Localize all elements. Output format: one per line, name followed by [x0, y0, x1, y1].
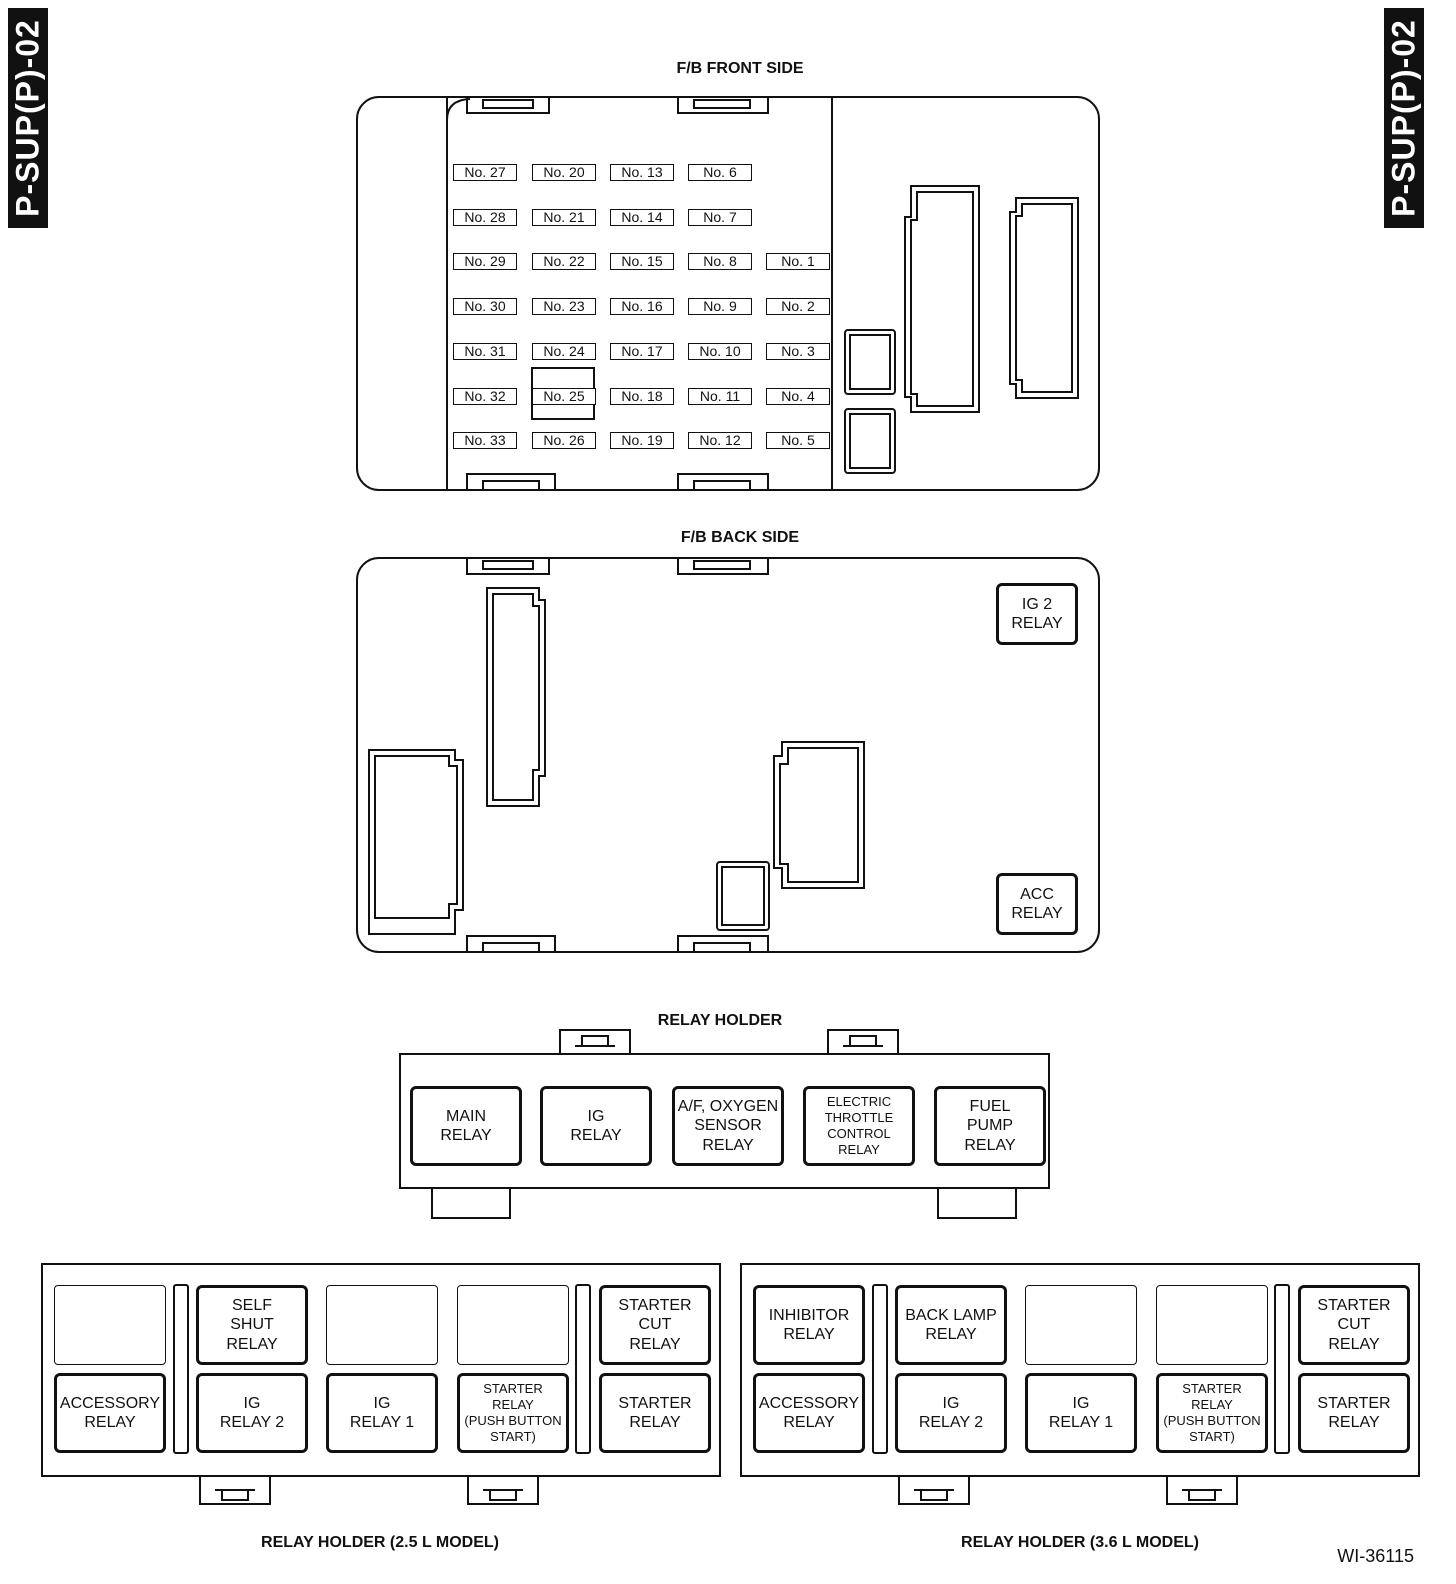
fuse-22: No. 22: [532, 253, 596, 270]
fuse-1: No. 1: [766, 253, 830, 270]
holder-25-title: RELAY HOLDER (2.5 L MODEL): [261, 1534, 499, 1551]
fuse-11: No. 11: [688, 388, 752, 405]
fuel-pump-relay: FUEL PUMP RELAY: [934, 1086, 1046, 1166]
fuse-27: No. 27: [453, 164, 517, 181]
holder-36-bottom-relay-3: IG RELAY 1: [1025, 1373, 1137, 1453]
holder-25-bottom-relay-4: STARTER RELAY (PUSH BUTTON START): [457, 1373, 569, 1453]
fuse-15: No. 15: [610, 253, 674, 270]
holder-25-top-relay-5: STARTER CUT RELAY: [599, 1285, 711, 1365]
fuse-32: No. 32: [453, 388, 517, 405]
fuse-5: No. 5: [766, 432, 830, 449]
fuse-19: No. 19: [610, 432, 674, 449]
holder-25-bottom-relay-5: STARTER RELAY: [599, 1373, 711, 1453]
holder-25-bottom-relay-1: ACCESSORY RELAY: [54, 1373, 166, 1453]
fuse-31: No. 31: [453, 343, 517, 360]
back-side-outline: [356, 557, 1100, 953]
holder-25-top-empty-slot-3: [326, 1285, 438, 1365]
page-code-tag-left: P-SUP(P)-02: [8, 8, 48, 228]
electric-throttle-control-relay: ELECTRIC THROTTLE CONTROL RELAY: [803, 1086, 915, 1166]
fuse-7: No. 7: [688, 209, 752, 226]
holder-25-top-empty-slot-4: [457, 1285, 569, 1365]
fuse-26: No. 26: [532, 432, 596, 449]
fuse-3: No. 3: [766, 343, 830, 360]
front-side-title: F/B FRONT SIDE: [676, 60, 804, 77]
relay-holder-title: RELAY HOLDER: [657, 1012, 783, 1029]
fuse-28: No. 28: [453, 209, 517, 226]
holder-36-bottom-relay-2: IG RELAY 2: [895, 1373, 1007, 1453]
fuse-16: No. 16: [610, 298, 674, 315]
fuse-33: No. 33: [453, 432, 517, 449]
holder-25-bottom-relay-2: IG RELAY 2: [196, 1373, 308, 1453]
fuse-20: No. 20: [532, 164, 596, 181]
fuse-13: No. 13: [610, 164, 674, 181]
ig-relay: IG RELAY: [540, 1086, 652, 1166]
holder-25-outline: [41, 1263, 721, 1505]
holder-36-top-empty-slot-4: [1156, 1285, 1268, 1365]
ig2-relay: IG 2 RELAY: [996, 583, 1078, 645]
holder-36-bottom-relay-4: STARTER RELAY (PUSH BUTTON START): [1156, 1373, 1268, 1453]
figure-id: WI-36115: [1337, 1546, 1414, 1566]
holder-25-top-empty-slot-1: [54, 1285, 166, 1365]
fuse-29: No. 29: [453, 253, 517, 270]
fuse-14: No. 14: [610, 209, 674, 226]
fuse-12: No. 12: [688, 432, 752, 449]
fuse-18: No. 18: [610, 388, 674, 405]
holder-36-bottom-relay-5: STARTER RELAY: [1298, 1373, 1410, 1453]
holder-25-bottom-relay-3: IG RELAY 1: [326, 1373, 438, 1453]
fuse-4: No. 4: [766, 388, 830, 405]
holder-36-top-empty-slot-3: [1025, 1285, 1137, 1365]
back-side-title: F/B BACK SIDE: [680, 529, 800, 546]
af-oxygen-sensor-relay: A/F, OXYGEN SENSOR RELAY: [672, 1086, 784, 1166]
holder-36-bottom-relay-1: ACCESSORY RELAY: [753, 1373, 865, 1453]
main-relay: MAIN RELAY: [410, 1086, 522, 1166]
holder-36-outline: [740, 1263, 1420, 1505]
fuse-6: No. 6: [688, 164, 752, 181]
holder-36-top-relay-5: STARTER CUT RELAY: [1298, 1285, 1410, 1365]
fuse-2: No. 2: [766, 298, 830, 315]
relay-holder-outline: [399, 1029, 1050, 1219]
page-code-tag-right: P-SUP(P)-02: [1384, 8, 1424, 228]
holder-36-top-relay-1: INHIBITOR RELAY: [753, 1285, 865, 1365]
fuse-17: No. 17: [610, 343, 674, 360]
fuse-9: No. 9: [688, 298, 752, 315]
acc-relay: ACC RELAY: [996, 873, 1078, 935]
fuse-8: No. 8: [688, 253, 752, 270]
holder-36-title: RELAY HOLDER (3.6 L MODEL): [961, 1534, 1199, 1551]
fuse-25: No. 25: [532, 388, 596, 405]
fuse-21: No. 21: [532, 209, 596, 226]
front-side-outline: [356, 96, 1100, 491]
fuse-10: No. 10: [688, 343, 752, 360]
holder-36-top-relay-2: BACK LAMP RELAY: [895, 1285, 1007, 1365]
fuse-23: No. 23: [532, 298, 596, 315]
holder-25-top-relay-2: SELF SHUT RELAY: [196, 1285, 308, 1365]
fuse-24: No. 24: [532, 343, 596, 360]
fuse-30: No. 30: [453, 298, 517, 315]
